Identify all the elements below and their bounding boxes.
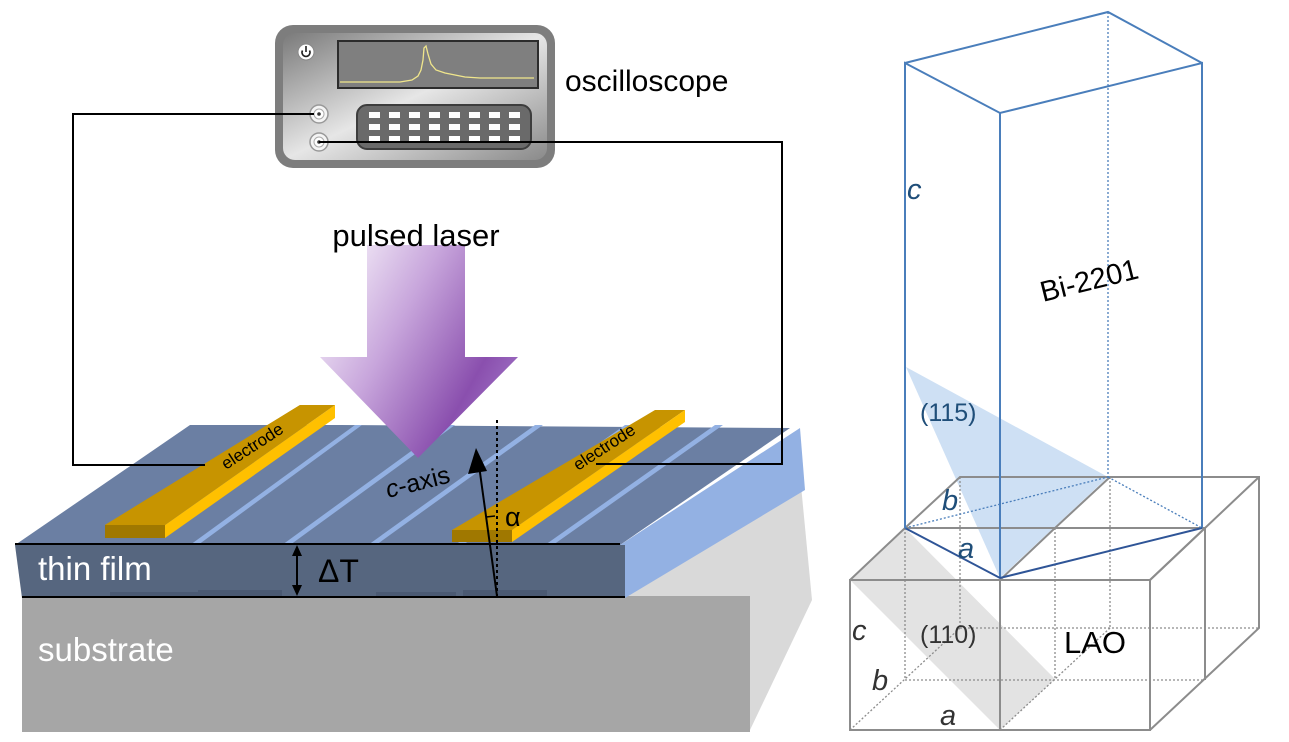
plane-115-label: (115) xyxy=(920,399,977,427)
keypad-key[interactable] xyxy=(469,136,480,142)
keypad-key[interactable] xyxy=(509,136,520,142)
keypad-keys xyxy=(369,112,520,142)
wire-left xyxy=(72,113,314,466)
oscilloscope-label: oscilloscope xyxy=(565,65,728,98)
bi-2201-base xyxy=(904,527,1203,580)
lao-c-label: c xyxy=(852,615,867,647)
keypad-key[interactable] xyxy=(449,136,460,142)
oscilloscope-trace xyxy=(340,44,534,83)
circuit-wires xyxy=(72,113,783,466)
keypad-key[interactable] xyxy=(449,124,460,130)
keypad-key[interactable] xyxy=(389,124,400,130)
lao-a-label: a xyxy=(940,700,956,732)
plane-110-label: (110) xyxy=(920,621,977,649)
delta-t-label: ΔT xyxy=(318,553,359,589)
film-front-face xyxy=(15,545,625,598)
power-button[interactable] xyxy=(297,43,315,61)
keypad-key[interactable] xyxy=(489,124,500,130)
keypad-key[interactable] xyxy=(369,112,380,118)
keypad-key[interactable] xyxy=(489,112,500,118)
electrode-right xyxy=(452,410,685,542)
substrate-side-face-right xyxy=(740,475,812,730)
alpha-angle-tick xyxy=(485,515,496,518)
lao-label: LAO xyxy=(1064,625,1126,660)
pulsed-laser-label: pulsed laser xyxy=(332,218,499,253)
bi-2201-label: Bi-2201 xyxy=(1037,254,1142,309)
keypad-key[interactable] xyxy=(509,112,520,118)
oscilloscope-keypad xyxy=(356,104,532,150)
input-connector-1[interactable] xyxy=(309,104,329,124)
sample-block xyxy=(15,405,812,732)
keypad-key[interactable] xyxy=(389,112,400,118)
oscilloscope xyxy=(275,25,555,168)
wire-right xyxy=(319,141,783,465)
keypad-key[interactable] xyxy=(429,112,440,118)
thickness-arrow xyxy=(292,545,302,596)
pulsed-laser-arrow xyxy=(320,245,518,458)
keypad-key[interactable] xyxy=(429,124,440,130)
lao-b-label: b xyxy=(872,665,888,697)
substrate-front-face xyxy=(22,596,750,732)
keypad-key[interactable] xyxy=(489,136,500,142)
lao-cell xyxy=(849,476,1260,731)
bi-c-label: c xyxy=(907,174,922,206)
bi-2201-hidden-edges xyxy=(904,12,1203,529)
keypad-key[interactable] xyxy=(409,136,420,142)
alpha-label: α xyxy=(505,502,521,532)
keypad-key[interactable] xyxy=(409,112,420,118)
film-side-face xyxy=(620,428,805,598)
keypad-key[interactable] xyxy=(469,124,480,130)
plane-115-fill xyxy=(906,367,1108,578)
film-step-shadows xyxy=(110,590,547,598)
c-axis-arrow xyxy=(468,448,498,597)
electrode-left xyxy=(105,405,335,538)
keypad-key[interactable] xyxy=(409,124,420,130)
keypad-key[interactable] xyxy=(449,112,460,118)
lao-cell-hidden-edges xyxy=(849,477,1259,731)
keypad-key[interactable] xyxy=(469,112,480,118)
bi-b-label: b xyxy=(942,485,958,517)
substrate-label: substrate xyxy=(38,631,174,668)
bi-a-label: a xyxy=(958,533,974,565)
keypad-key[interactable] xyxy=(429,136,440,142)
keypad-key[interactable] xyxy=(369,124,380,130)
plane-110-fill xyxy=(850,528,1055,730)
power-icon xyxy=(301,50,311,58)
thin-film-label: thin film xyxy=(38,550,152,587)
oscilloscope-screen xyxy=(337,40,539,89)
keypad-key[interactable] xyxy=(509,124,520,130)
keypad-key[interactable] xyxy=(389,136,400,142)
keypad-key[interactable] xyxy=(369,136,380,142)
